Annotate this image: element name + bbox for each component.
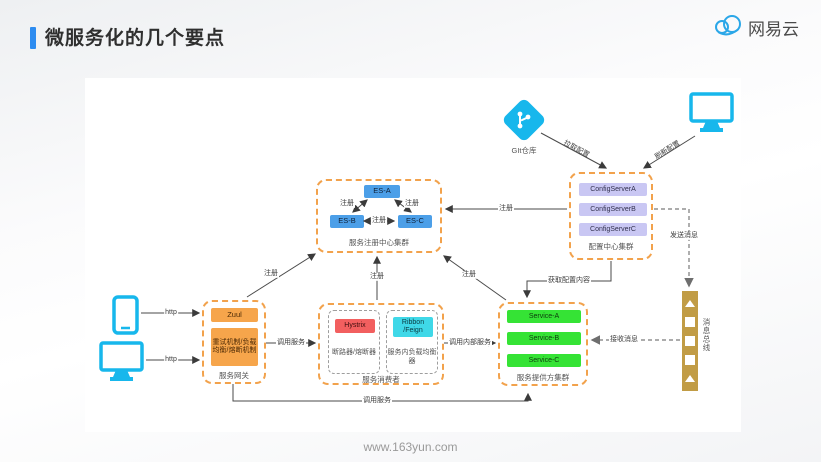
node-service-b: Service-B xyxy=(507,332,581,345)
node-service-a: Service-A xyxy=(507,310,581,323)
node-hystrix: Hystrix xyxy=(335,319,375,333)
bus-arrow-icon xyxy=(685,300,695,308)
ribbon-line2: /Feign xyxy=(403,327,423,334)
edge-label-register-ab: 注册 xyxy=(339,199,355,209)
edge-label-send-message: 发送消息 xyxy=(669,231,699,241)
node-config-server-b: ConfigServerB xyxy=(579,203,647,216)
bus-arrow-icon xyxy=(685,374,695,382)
provider-cluster: Service-A Service-B Service-C 服务提供方集群 xyxy=(498,302,588,386)
client-monitor-icon xyxy=(99,341,144,388)
gateway-cluster-label: 服务网关 xyxy=(219,371,249,380)
registry-cluster-label: 服务注册中心集群 xyxy=(349,238,409,247)
node-service-c: Service-C xyxy=(507,354,581,367)
gateway-cluster: Zuul 重试机制/负载均衡/熔断机制 服务网关 xyxy=(202,300,266,384)
ribbon-line1: Ribbon xyxy=(401,319,425,327)
provider-cluster-label: 服务提供方集群 xyxy=(516,373,570,382)
edge-label-register-ac: 注册 xyxy=(404,199,420,209)
edge-label-register-bc: 注册 xyxy=(371,216,387,226)
config-cluster: ConfigServerA ConfigServerB ConfigServer… xyxy=(569,172,653,260)
title-accent-bar xyxy=(30,27,36,49)
edge-label-call-internal: 调用内部服务 xyxy=(448,338,492,348)
node-gateway-mechanisms: 重试机制/负载均衡/熔断机制 xyxy=(211,328,258,366)
brand-logo: 网易云 xyxy=(712,12,799,43)
hystrix-desc: 断路器/熔断器 xyxy=(332,349,376,356)
node-ribbon-feign: Ribbon /Feign xyxy=(393,317,433,337)
bus-slot-icon xyxy=(685,355,695,366)
edge-label-register-provider: 注册 xyxy=(461,270,477,280)
edge-label-call-service-bottom: 调用服务 xyxy=(362,396,392,406)
git-repo-label: GIt仓库 xyxy=(511,146,537,155)
edge-label-register-config: 注册 xyxy=(498,204,514,214)
ribbon-desc: 服务内负载均衡器 xyxy=(387,349,437,366)
edge-label-register-gateway: 注册 xyxy=(263,269,279,279)
consumer-cluster-label: 服务消费者 xyxy=(362,375,400,384)
registry-cluster: ES-A ES-B ES-C 服务注册中心集群 xyxy=(316,179,442,253)
footer-url: www.163yun.com xyxy=(363,440,458,454)
page-title: 微服务化的几个要点 xyxy=(45,28,226,49)
edge-label-receive-message: 接收消息 xyxy=(609,335,639,345)
consumer-cluster: Hystrix 断路器/熔断器 Ribbon /Feign 服务内负载均衡器 服… xyxy=(318,303,444,385)
config-cluster-label: 配置中心集群 xyxy=(588,242,634,251)
node-config-server-c: ConfigServerC xyxy=(579,223,647,236)
message-bus-label: 消息总线 xyxy=(702,318,711,352)
client-phone-icon xyxy=(112,295,139,340)
node-zuul: Zuul xyxy=(211,308,258,322)
cloud-logo-icon xyxy=(712,12,744,43)
node-es-a: ES-A xyxy=(364,185,400,198)
edge-label-register-consumer: 注册 xyxy=(369,272,385,282)
bus-slot-icon xyxy=(685,316,695,327)
git-repo-icon xyxy=(501,97,547,143)
edge-label-call-service: 调用服务 xyxy=(276,338,306,348)
brand-logo-text: 网易云 xyxy=(748,20,799,39)
node-es-b: ES-B xyxy=(330,215,364,228)
edge-label-get-config: 获取配置内容 xyxy=(547,276,591,286)
edge-label-http-1: http xyxy=(164,308,178,318)
consumer-ribbon-box: Ribbon /Feign 服务内负载均衡器 xyxy=(386,310,438,374)
bus-slot-icon xyxy=(685,335,695,346)
node-config-server-a: ConfigServerA xyxy=(579,183,647,196)
edge-label-http-2: http xyxy=(164,355,178,365)
ops-monitor-icon xyxy=(689,92,734,139)
consumer-hystrix-box: Hystrix 断路器/熔断器 xyxy=(328,310,380,374)
message-bus xyxy=(682,291,698,391)
node-es-c: ES-C xyxy=(398,215,432,228)
